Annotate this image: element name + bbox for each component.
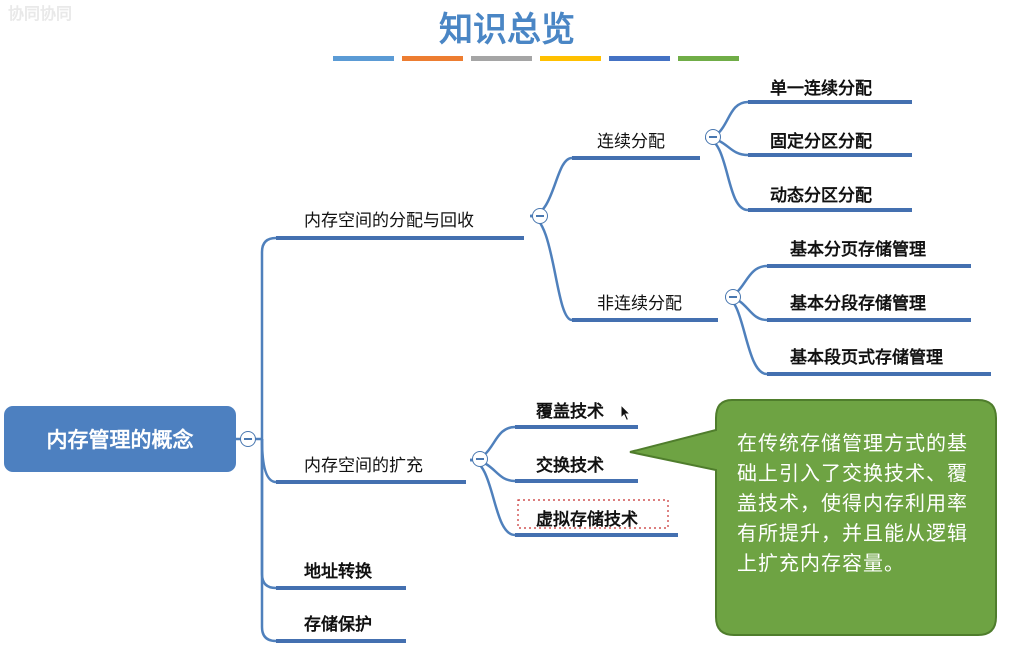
node-leaf[interactable]: 单一连续分配	[770, 79, 872, 99]
collapse-toggle-icon[interactable]	[472, 451, 488, 467]
node-leaf[interactable]: 覆盖技术	[536, 402, 604, 422]
node-underlines	[276, 100, 991, 643]
node-address[interactable]: 地址转换	[304, 562, 372, 582]
watermark: 协同协同	[8, 4, 73, 23]
root-node[interactable]: 内存管理的概念	[4, 406, 236, 472]
node-leaf[interactable]: 基本分页存储管理	[790, 240, 926, 260]
node-protect[interactable]: 存储保护	[304, 615, 372, 635]
color-strip-segment	[402, 56, 463, 61]
collapse-toggle-icon[interactable]	[705, 129, 721, 145]
collapse-toggle-icon[interactable]	[725, 289, 741, 305]
color-strip-segment	[540, 56, 601, 61]
node-contiguous[interactable]: 连续分配	[597, 132, 665, 152]
callout-bubble	[629, 399, 997, 636]
color-strip	[333, 56, 739, 61]
node-leaf[interactable]: 基本段页式存储管理	[790, 348, 943, 368]
node-leaf[interactable]: 交换技术	[536, 456, 604, 476]
color-strip-segment	[471, 56, 532, 61]
color-strip-segment	[609, 56, 670, 61]
node-leaf[interactable]: 动态分区分配	[770, 186, 872, 206]
mouse-cursor-icon	[620, 404, 632, 422]
color-strip-segment	[333, 56, 394, 61]
selection-box	[517, 499, 669, 529]
collapse-toggle-icon[interactable]	[532, 208, 548, 224]
node-leaf[interactable]: 虚拟存储技术	[536, 510, 638, 530]
node-leaf[interactable]: 基本分段存储管理	[790, 294, 926, 314]
node-expand[interactable]: 内存空间的扩充	[304, 456, 423, 476]
node-alloc[interactable]: 内存空间的分配与回收	[304, 211, 474, 231]
page-title: 知识总览	[439, 10, 575, 50]
callout-text: 在传统存储管理方式的基础上引入了交换技术、覆盖技术，使得内存利用率有所提升，并且…	[737, 431, 968, 575]
node-noncontiguous[interactable]: 非连续分配	[597, 294, 682, 314]
color-strip-segment	[678, 56, 739, 61]
node-leaf[interactable]: 固定分区分配	[770, 132, 872, 152]
collapse-toggle-icon[interactable]	[240, 431, 256, 447]
